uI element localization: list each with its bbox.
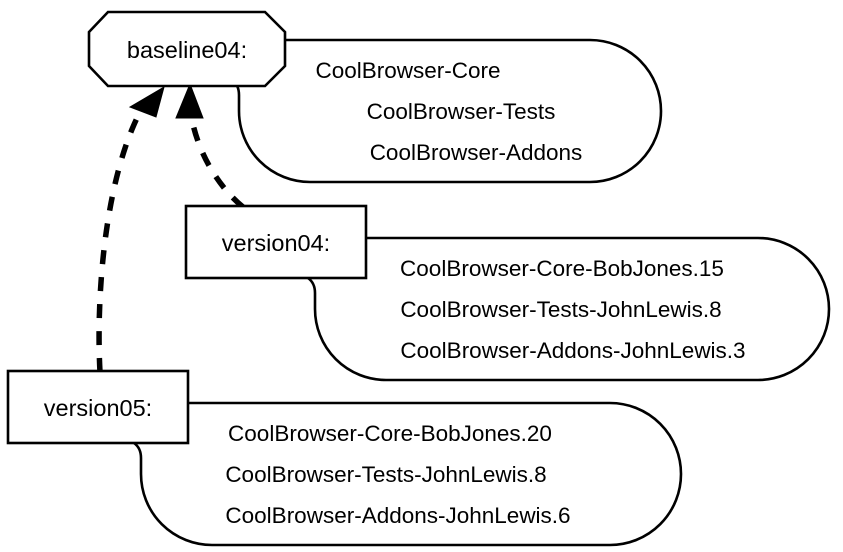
version04-content-line-3: CoolBrowser-Addons-JohnLewis.3: [400, 338, 745, 363]
node-version04-contents-group: CoolBrowser-Core-BobJones.15 CoolBrowser…: [306, 234, 831, 382]
version04-content-line-1: CoolBrowser-Core-BobJones.15: [400, 256, 724, 281]
version05-title-shape[interactable]: [6, 369, 190, 445]
version04-to-baseline04-line: [187, 107, 245, 210]
version04-to-baseline04-arrowhead: [175, 82, 204, 119]
baseline04-content-line-1: CoolBrowser-Core: [315, 58, 500, 83]
baseline04-title-shape[interactable]: [87, 10, 287, 88]
version05-to-baseline04-arrowhead: [128, 85, 165, 118]
node-baseline04-title-group[interactable]: baseline04:: [87, 10, 287, 88]
version04-title-shape[interactable]: [184, 204, 368, 280]
version04-title-label: version04:: [222, 230, 330, 256]
version05-content-line-3: CoolBrowser-Addons-JohnLewis.6: [225, 503, 570, 528]
version05-title-label: version05:: [44, 395, 152, 421]
version04-content-line-2: CoolBrowser-Tests-JohnLewis.8: [400, 297, 721, 322]
node-version05-title-group[interactable]: version05:: [6, 369, 190, 445]
version05-content-line-1: CoolBrowser-Core-BobJones.20: [228, 421, 552, 446]
node-version05-contents-group: CoolBrowser-Core-BobJones.20 CoolBrowser…: [132, 399, 683, 547]
connector-version04-to-baseline04: [175, 82, 245, 210]
baseline04-title-label: baseline04:: [127, 37, 247, 63]
baseline04-contents-shape: [230, 36, 663, 184]
version05-content-line-2: CoolBrowser-Tests-JohnLewis.8: [225, 462, 546, 487]
node-baseline04-contents-group: CoolBrowser-Core CoolBrowser-Tests CoolB…: [230, 36, 663, 184]
baseline04-content-line-3: CoolBrowser-Addons: [370, 140, 583, 165]
connector-version05-to-baseline04: [96, 85, 165, 373]
version05-contents-shape: [132, 399, 683, 547]
baseline04-content-line-2: CoolBrowser-Tests: [367, 99, 556, 124]
version04-contents-shape: [306, 234, 831, 382]
node-version04-title-group[interactable]: version04:: [184, 204, 368, 280]
version05-to-baseline04-line: [96, 108, 144, 373]
